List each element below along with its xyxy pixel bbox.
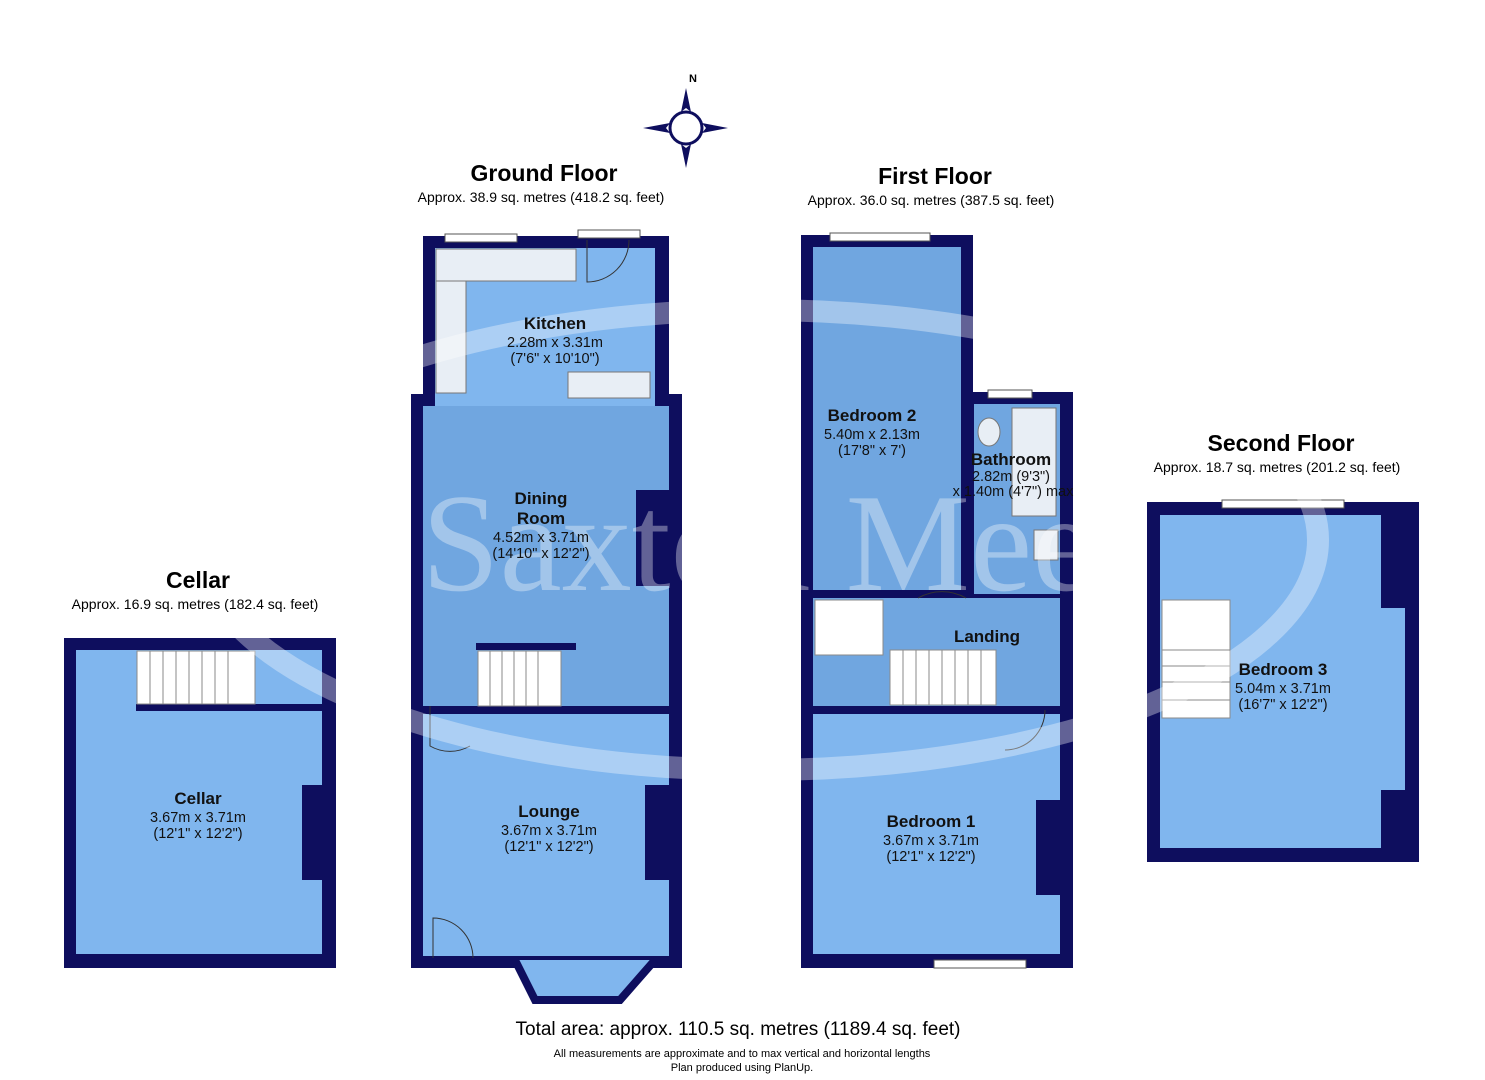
svg-text:2.82m (9'3"): 2.82m (9'3") <box>972 469 1050 485</box>
planup-credit: Plan produced using PlanUp. <box>671 1062 813 1074</box>
ground-floor-plan <box>411 229 682 1004</box>
first-floor-plan <box>801 232 1073 969</box>
svg-text:3.67m x 3.71m: 3.67m x 3.71m <box>150 810 246 826</box>
svg-text:3.67m x 3.71m: 3.67m x 3.71m <box>501 823 597 839</box>
svg-text:(12'1" x 12'2"): (12'1" x 12'2") <box>886 849 975 865</box>
svg-text:(12'1" x 12'2"): (12'1" x 12'2") <box>153 826 242 842</box>
svg-text:(16'7" x 12'2"): (16'7" x 12'2") <box>1238 697 1327 713</box>
room-label-bedroom-2: Bedroom 2 5.40m x 2.13m (17'8" x 7') <box>824 406 920 459</box>
watermark-logo: Saxton Mee <box>187 299 1329 781</box>
svg-text:Lounge: Lounge <box>518 802 579 821</box>
svg-text:x 1.40m (4'7") max: x 1.40m (4'7") max <box>953 484 1074 500</box>
room-label-bathroom: Bathroom 2.82m (9'3") x 1.40m (4'7") max <box>953 450 1074 500</box>
second-stairs <box>1161 599 1231 719</box>
room-label-dining-room: Dining Room 4.52m x 3.71m (14'10" x 12'2… <box>492 489 589 562</box>
cellar-stairs <box>136 650 256 705</box>
svg-text:3.67m x 3.71m: 3.67m x 3.71m <box>883 833 979 849</box>
cellar-plan <box>64 638 336 968</box>
total-area: Total area: approx. 110.5 sq. metres (11… <box>516 1019 961 1040</box>
second-floor-plan <box>1147 499 1419 862</box>
first-floor-area: Approx. 36.0 sq. metres (387.5 sq. feet) <box>808 192 1055 208</box>
room-label-cellar: Cellar 3.67m x 3.71m (12'1" x 12'2") <box>150 789 246 842</box>
second-floor-title: Second Floor <box>1208 430 1355 456</box>
ground-stairs <box>477 650 562 707</box>
svg-text:5.04m x 3.71m: 5.04m x 3.71m <box>1235 681 1331 697</box>
svg-text:(14'10" x 12'2"): (14'10" x 12'2") <box>492 546 589 562</box>
measurement-note: All measurements are approximate and to … <box>554 1048 931 1060</box>
ground-floor-title: Ground Floor <box>471 160 618 186</box>
svg-text:Cellar: Cellar <box>174 789 222 808</box>
svg-text:(7'6" x 10'10"): (7'6" x 10'10") <box>510 351 599 367</box>
svg-text:Bathroom: Bathroom <box>971 450 1051 469</box>
svg-text:(17'8" x 7'): (17'8" x 7') <box>838 443 906 459</box>
svg-text:Dining: Dining <box>515 489 568 508</box>
svg-text:Saxton Mee: Saxton Mee <box>422 466 1095 621</box>
room-label-kitchen: Kitchen 2.28m x 3.31m (7'6" x 10'10") <box>507 314 603 367</box>
ground-floor-area: Approx. 38.9 sq. metres (418.2 sq. feet) <box>418 189 665 205</box>
compass-icon: N <box>643 73 728 168</box>
svg-text:Bedroom 1: Bedroom 1 <box>887 812 976 831</box>
svg-text:(12'1" x 12'2"): (12'1" x 12'2") <box>504 839 593 855</box>
svg-text:5.40m x 2.13m: 5.40m x 2.13m <box>824 427 920 443</box>
room-label-lounge: Lounge 3.67m x 3.71m (12'1" x 12'2") <box>501 802 597 855</box>
room-label-landing: Landing <box>954 627 1020 646</box>
first-stairs <box>814 599 997 706</box>
svg-text:2.28m x 3.31m: 2.28m x 3.31m <box>507 335 603 351</box>
svg-text:Bedroom 2: Bedroom 2 <box>828 406 917 425</box>
first-floor-title: First Floor <box>878 163 992 189</box>
room-label-bedroom-3: Bedroom 3 5.04m x 3.71m (16'7" x 12'2") <box>1235 660 1331 713</box>
cellar-title: Cellar <box>166 567 230 593</box>
svg-text:Kitchen: Kitchen <box>524 314 586 333</box>
cellar-area: Approx. 16.9 sq. metres (182.4 sq. feet) <box>72 596 319 612</box>
svg-text:4.52m x 3.71m: 4.52m x 3.71m <box>493 530 589 546</box>
svg-text:Room: Room <box>517 509 565 528</box>
svg-text:Bedroom 3: Bedroom 3 <box>1239 660 1328 679</box>
room-label-bedroom-1: Bedroom 1 3.67m x 3.71m (12'1" x 12'2") <box>883 812 979 865</box>
second-floor-area: Approx. 18.7 sq. metres (201.2 sq. feet) <box>1154 459 1401 475</box>
svg-text:N: N <box>689 73 697 85</box>
